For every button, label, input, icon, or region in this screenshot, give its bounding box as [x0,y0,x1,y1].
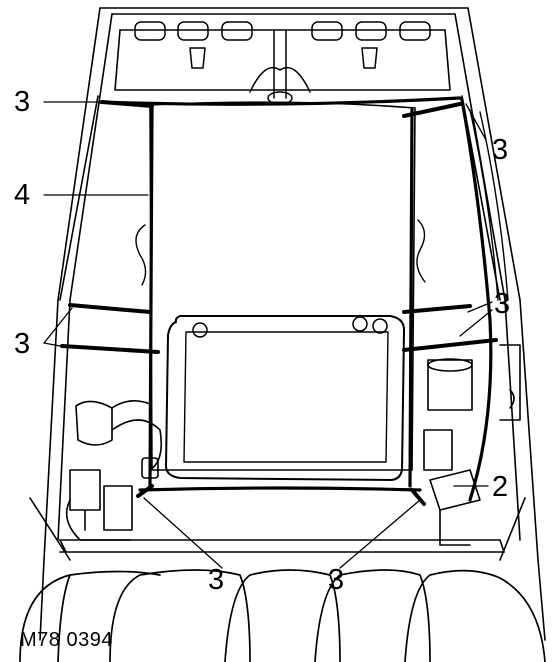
roof-panel-cutouts [134,21,431,105]
callout-lower-right: 2 [492,471,509,503]
cable-ties [60,100,498,506]
figure-reference: M78 0394 [20,629,113,651]
right-lower-components [423,344,521,546]
wiring-harness-main [98,96,493,502]
harness-side-details [135,109,509,301]
rear-floor-edge [59,539,505,553]
rear-glass-area [149,101,416,471]
callout-top-left: 3 [14,86,31,118]
left-lower-components [65,400,163,541]
spare-wheel-well [165,315,405,481]
seat-backs [19,569,546,662]
callout-mid-right: 3 [494,288,511,320]
callout-leader-lines [43,101,493,569]
callout-bottom-left: 3 [208,564,225,596]
callout-mid-left: 3 [14,328,31,360]
callout-bottom-right: 3 [328,564,345,596]
callout-harness: 4 [14,179,31,211]
callout-top-right: 3 [492,134,509,166]
